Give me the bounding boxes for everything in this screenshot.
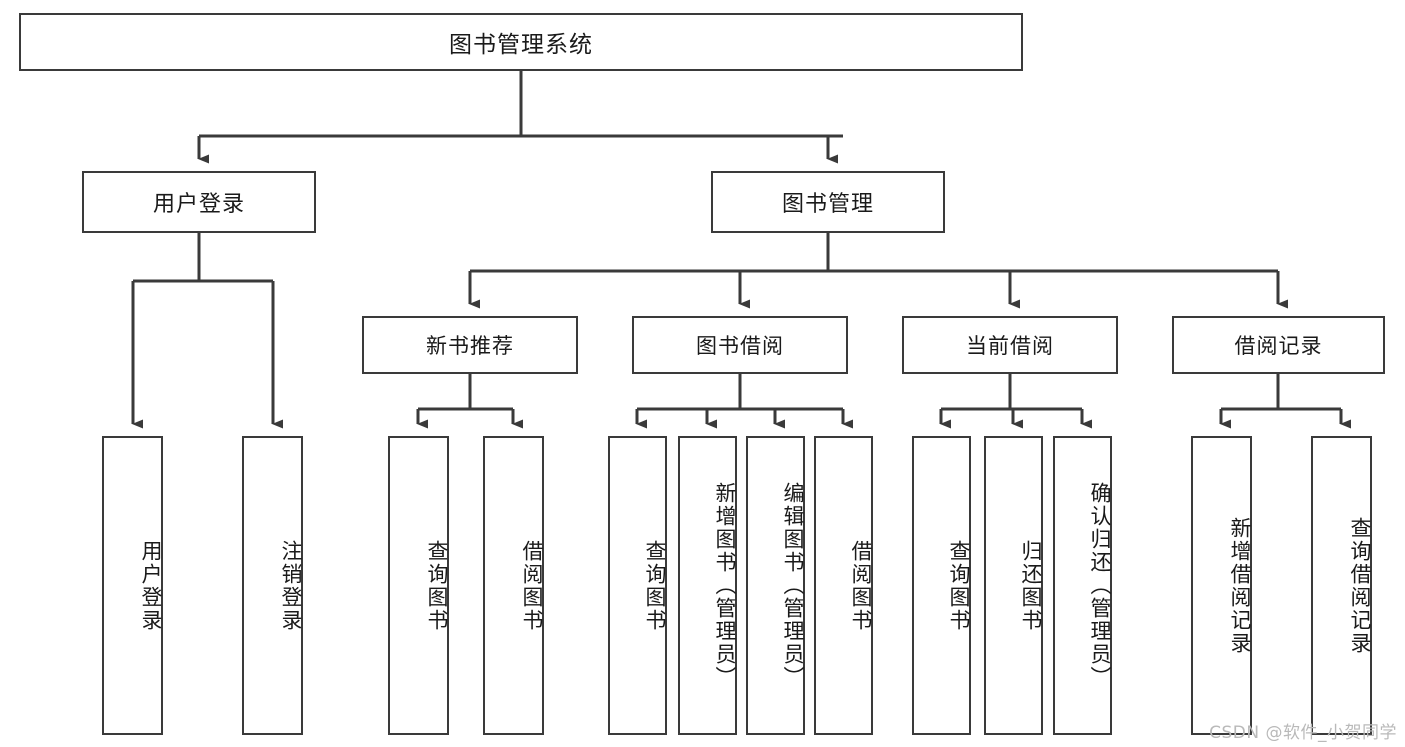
leaf-label: 注销登录 [279,539,303,632]
node-leaf-query-record[interactable]: 查询借阅记录 [1311,436,1372,735]
node-leaf-confirm-return[interactable]: 确认归还（管理员） [1053,436,1112,735]
node-user-login[interactable]: 用户登录 [82,171,316,233]
node-leaf-borrow-book-rec[interactable]: 借阅图书 [483,436,544,735]
node-leaf-query-book-rec[interactable]: 查询图书 [388,436,449,735]
node-current-borrow[interactable]: 当前借阅 [902,316,1118,374]
leaf-label: 归还图书 [1019,539,1043,632]
node-root-system[interactable]: 图书管理系统 [19,13,1023,71]
leaf-label: 确认归还（管理员） [1088,482,1112,689]
node-leaf-logout[interactable]: 注销登录 [242,436,303,735]
node-leaf-query-book-cur[interactable]: 查询图书 [912,436,971,735]
leaf-label: 查询借阅记录 [1348,516,1372,655]
leaf-label: 新增借阅记录 [1228,516,1252,655]
leaf-label: 编辑图书（管理员） [781,482,805,689]
leaf-label: 查询图书 [947,539,971,632]
node-new-book-recommend[interactable]: 新书推荐 [362,316,578,374]
leaf-label: 新增图书（管理员） [713,482,737,689]
leaf-label: 查询图书 [643,539,667,632]
csdn-watermark: CSDN @软件_小贺同学 [1209,723,1397,743]
node-leaf-edit-book[interactable]: 编辑图书（管理员） [746,436,805,735]
node-leaf-return-book[interactable]: 归还图书 [984,436,1043,735]
node-book-manage[interactable]: 图书管理 [711,171,945,233]
node-leaf-add-record[interactable]: 新增借阅记录 [1191,436,1252,735]
node-leaf-borrow-book[interactable]: 借阅图书 [814,436,873,735]
node-leaf-query-book-borrow[interactable]: 查询图书 [608,436,667,735]
node-leaf-add-book[interactable]: 新增图书（管理员） [678,436,737,735]
leaf-label: 用户登录 [139,539,163,632]
leaf-label: 查询图书 [425,539,449,632]
node-leaf-user-login[interactable]: 用户登录 [102,436,163,735]
node-borrow-record[interactable]: 借阅记录 [1172,316,1385,374]
leaf-label: 借阅图书 [520,539,544,632]
leaf-label: 借阅图书 [849,539,873,632]
node-book-borrow[interactable]: 图书借阅 [632,316,848,374]
